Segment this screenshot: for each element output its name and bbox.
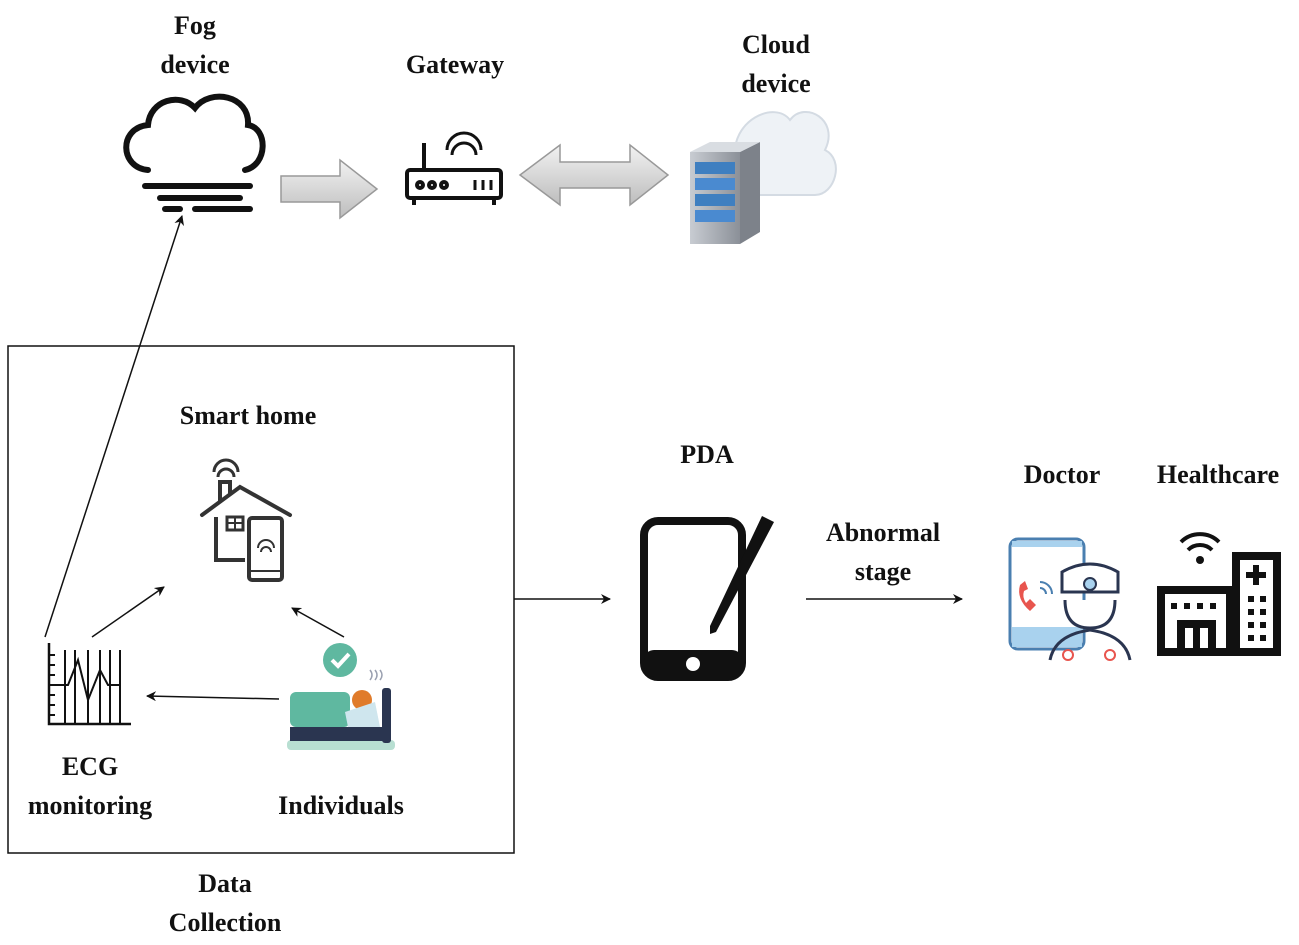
smart-home-label: Smart home — [179, 401, 317, 430]
doctor-label: Doctor — [1023, 460, 1101, 489]
individuals-to-ecg-arrow — [146, 691, 280, 702]
ecg-chart-icon — [47, 643, 131, 726]
pda-label: PDA — [680, 440, 734, 469]
router-icon — [405, 131, 503, 205]
ecg-to-smart-home-arrow — [91, 586, 165, 638]
individuals-to-smart-home-arrow — [291, 607, 345, 638]
gateway-label: Gateway — [405, 50, 505, 79]
healthcare-label: Healthcare — [1156, 460, 1280, 489]
smart-home-icon — [200, 458, 292, 582]
pda-phone-pen-icon — [640, 516, 774, 681]
ecg-to-fog-arrow — [44, 215, 184, 638]
person-in-bed-icon — [287, 643, 395, 750]
hospital-icon — [1157, 532, 1281, 656]
gateway-cloud-double-arrow — [518, 143, 670, 207]
fog-cloud-icon — [123, 93, 266, 212]
doctor-telehealth-icon — [1008, 537, 1132, 661]
fog-to-gateway-arrow — [280, 158, 379, 220]
individuals-label: Individuals — [278, 791, 404, 820]
cloud-server-icon — [690, 110, 837, 244]
